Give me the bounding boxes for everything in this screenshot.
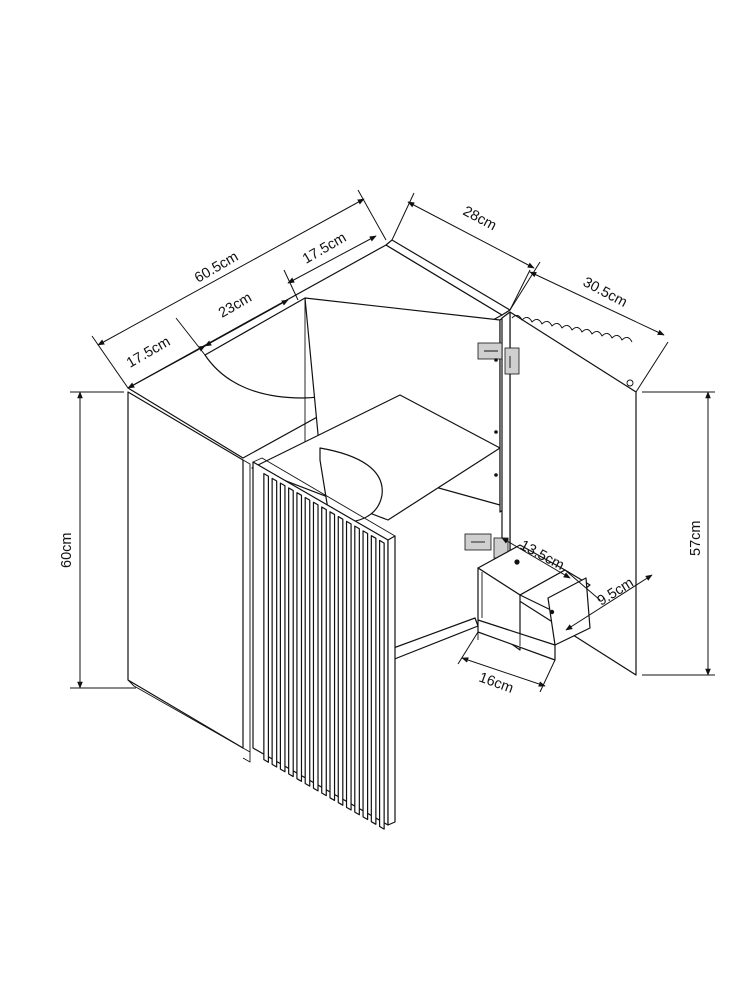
flute-slat bbox=[362, 530, 369, 821]
flute-slat bbox=[345, 520, 352, 811]
dim-cutout-right: 17.5cm bbox=[300, 230, 349, 268]
flute-slat bbox=[271, 477, 278, 768]
flute-slat bbox=[279, 482, 286, 773]
flute-slat bbox=[378, 539, 385, 830]
dim-cutout-left: 17.5cm bbox=[124, 334, 173, 372]
dim-inner-height: 57cm bbox=[688, 521, 704, 556]
dim-overall-height: 60cm bbox=[59, 533, 75, 568]
dim-overall-width: 60.5cm bbox=[192, 249, 241, 287]
flute-slat bbox=[296, 492, 303, 782]
upper-hinge bbox=[477, 342, 520, 375]
flute-slat bbox=[329, 511, 336, 802]
flute-slat bbox=[354, 525, 360, 816]
flute-slat bbox=[337, 515, 344, 806]
door-flutes bbox=[263, 472, 385, 830]
flute-slat bbox=[370, 535, 377, 825]
flute-slat bbox=[288, 487, 294, 778]
flute-slat bbox=[304, 496, 311, 787]
flute-slat bbox=[263, 472, 270, 763]
dim-cutout-width: 23cm bbox=[216, 290, 255, 322]
flute-slat bbox=[312, 501, 319, 792]
dim-side-depth: 30.5cm bbox=[580, 274, 630, 310]
dim-top-depth: 28cm bbox=[460, 203, 499, 234]
shelf-peg-holes bbox=[494, 358, 498, 477]
dimension-lines bbox=[70, 189, 715, 693]
flute-slat bbox=[321, 506, 327, 797]
